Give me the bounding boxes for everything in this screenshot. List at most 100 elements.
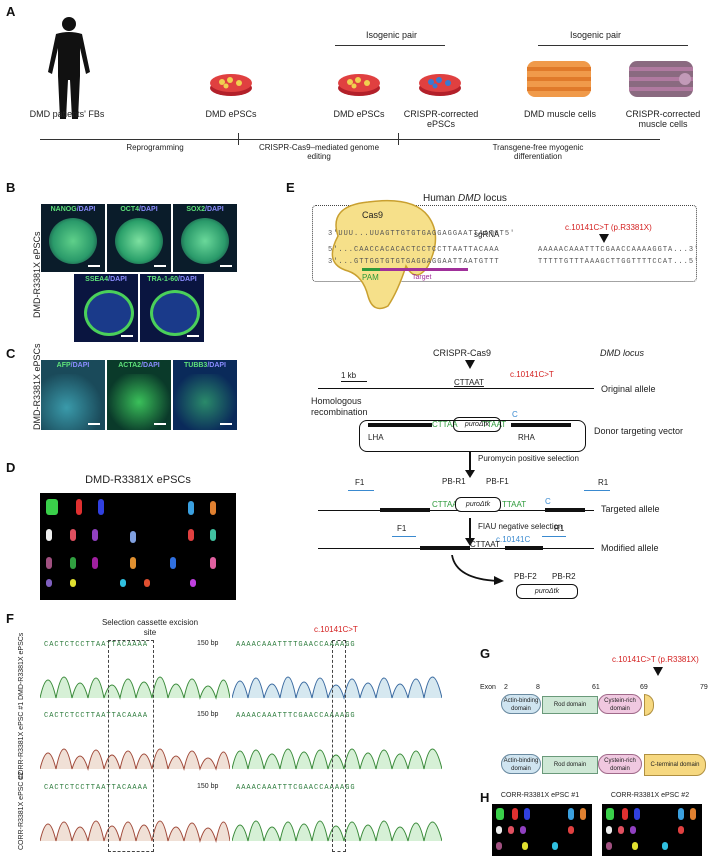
karyotype-image <box>40 493 236 600</box>
chromatogram-left-2 <box>40 748 230 771</box>
seq-right-row3: AAAACAAATTTCGAACCAAAAGG <box>236 784 356 792</box>
puro-cassette-donor: puroΔtk <box>453 417 501 432</box>
bp-row3: 150 bp <box>197 783 219 790</box>
cys-domain-mut: Cystein-rich domain <box>598 694 642 714</box>
f1-arrow <box>348 490 374 491</box>
pam-label: PAM <box>362 273 379 282</box>
afp-image: AFP/DAPI <box>41 360 105 430</box>
pb-f1-label: PB-F1 <box>486 477 509 486</box>
targeted-allele-label: Targeted allele <box>601 504 660 514</box>
f1-label: F1 <box>355 478 365 487</box>
ssea4-image: SSEA4/DAPI <box>74 274 138 342</box>
mutation-box <box>332 640 346 852</box>
truncated-c-term <box>644 694 654 716</box>
human-silhouette-icon <box>48 17 90 119</box>
chromatogram-right-3 <box>232 820 442 842</box>
chromatogram-right-2 <box>232 748 442 770</box>
homologous-label: Homologous recombination <box>311 396 368 417</box>
exon-61: 61 <box>592 684 600 691</box>
crispr-cas9-label: CRISPR-Cas9 <box>433 348 492 358</box>
cttaa-donor: CTTAA <box>432 420 458 429</box>
panel-label-b: B <box>6 180 16 195</box>
corrected-epsc-dish-icon <box>419 74 461 96</box>
cas9-label: Cas9 <box>362 210 384 220</box>
cut-arrow-icon <box>465 360 475 369</box>
target-label: Target <box>412 274 432 281</box>
panel-label-f: F <box>6 611 14 626</box>
dna-top-right: AAAAACAAATTTCGAACCAAAAGGTA...3' <box>538 246 700 254</box>
tra160-image: TRA-1-60/DAPI <box>140 274 204 342</box>
exon-79: 79 <box>700 684 708 691</box>
stage-dmd-epsc: DMD ePSCs <box>205 109 257 119</box>
stage-dmd-muscle: DMD muscle cells <box>523 109 596 119</box>
bp-row1: 150 bp <box>197 640 219 647</box>
isogenic-pair-right: Isogenic pair <box>570 30 622 40</box>
r1-arrow <box>584 490 610 491</box>
c-terminal-domain: C-terminal domain <box>644 754 706 776</box>
karyotype-title-1: CORR-R3381X ePSC #1 <box>500 792 580 799</box>
actin-domain-mut: Actin-binding domain <box>501 694 541 714</box>
seq-right-row2: AAAACAAATTTCGAACCAAAAGG <box>236 712 356 720</box>
panel-d-title: DMD-R3381X ePSCs <box>85 474 191 486</box>
dmd-locus-label: DMD locus <box>600 348 645 358</box>
stage-fbs: DMD patients' FBs <box>29 109 105 119</box>
original-allele-label: Original allele <box>601 384 656 394</box>
excision-site-label: Selection cassette excision site <box>101 618 199 637</box>
pb-r1-label: PB-R1 <box>442 477 466 486</box>
sgrna-sequence: 3'UUU...UUAGTTGTGTGAGGAGGAATTAATGT5' <box>328 230 516 238</box>
seq-right-row1: AAAACAAATTTTGAACCAAAAGG <box>236 641 356 649</box>
karyotype-title-2: CORR-R3381X ePSC #2 <box>610 792 690 799</box>
excision-arrow-icon <box>451 555 504 585</box>
excised-cassette: puroΔtk <box>516 584 578 599</box>
cttaat-modified: CTTAAT <box>470 540 500 549</box>
panel-label-c: C <box>6 346 16 361</box>
cys-domain-corr: Cystein-rich domain <box>598 754 642 774</box>
donor-label: Donor targeting vector <box>594 426 684 436</box>
f1-arrow-mod <box>392 536 416 537</box>
isogenic-pair-left: Isogenic pair <box>366 30 418 40</box>
panel-label-d: D <box>6 460 16 475</box>
mutation-label-e: c.10141C>T (p.R3381X) <box>565 223 652 232</box>
exon-2: 2 <box>504 684 508 691</box>
chromatogram-right-1 <box>232 676 442 700</box>
tubb3-image: TUBB3/DAPI <box>173 360 237 430</box>
karyotype-image-1 <box>492 804 592 856</box>
panel-label-h: H <box>480 790 490 805</box>
dna-top-left: 5'...CAACCACACACTCCTCCTTAATTACAAA <box>328 246 500 254</box>
row-label-corr2: CORR-R3381X ePSC #2 <box>18 771 25 850</box>
panel-label-e: E <box>286 180 295 195</box>
exon-69: 69 <box>640 684 648 691</box>
cttaa-target: CTTAA <box>432 500 458 509</box>
c10141-label: c.10141C>T <box>510 370 554 379</box>
dna-bottom-left: 3'...GTTGGTGTGTGAGGAGGAATTAATGTTT <box>328 258 500 266</box>
nanog-image: NANOG/DAPI <box>41 204 105 272</box>
bp-row2: 150 bp <box>197 711 219 718</box>
mutation-label-f: c.10141C>T <box>314 625 358 634</box>
stage-corrected-muscle: CRISPR-corrected muscle cells <box>625 109 701 129</box>
chromatogram-left-3 <box>40 820 230 843</box>
r1-label-mod: R1 <box>554 524 565 533</box>
stage-dmd-epsc-2: DMD ePSCs <box>333 109 385 119</box>
row-label-corr1: CORR-R3381X ePSC #1 <box>18 701 25 780</box>
pam-bar <box>362 268 380 271</box>
oct4-image: OCT4/DAPI <box>107 204 171 272</box>
lha-label: LHA <box>368 433 384 442</box>
pb-r2-label: PB-R2 <box>552 572 576 581</box>
rha-label: RHA <box>518 433 535 442</box>
target-bar <box>380 268 468 271</box>
ttaat-donor: TTAAT <box>482 420 507 429</box>
sgrna-label: sgRNA <box>474 230 500 239</box>
acta2-image: ACTA2/DAPI <box>107 360 171 430</box>
dna-bottom-right: TTTTTGTTTAAAGCTTGGTTTTCCAT...5' <box>538 258 700 266</box>
cas9-blob-icon <box>331 199 437 310</box>
chromatogram-left-1 <box>40 676 230 700</box>
rod-domain-mut: Rod domain <box>542 696 598 714</box>
panel-label-a: A <box>6 4 16 19</box>
sox2-image: SOX2/DAPI <box>173 204 237 272</box>
step-reprogramming: Reprogramming <box>126 143 184 152</box>
pb-f2-label: PB-F2 <box>514 572 537 581</box>
cttaat-original: CTTAAT <box>454 378 484 387</box>
dmd-epsc-dish-icon-2 <box>338 74 380 96</box>
puromycin-step: Puromycin positive selection <box>478 454 579 463</box>
mutation-label-g: c.10141C>T (p.R3381X) <box>612 655 699 664</box>
